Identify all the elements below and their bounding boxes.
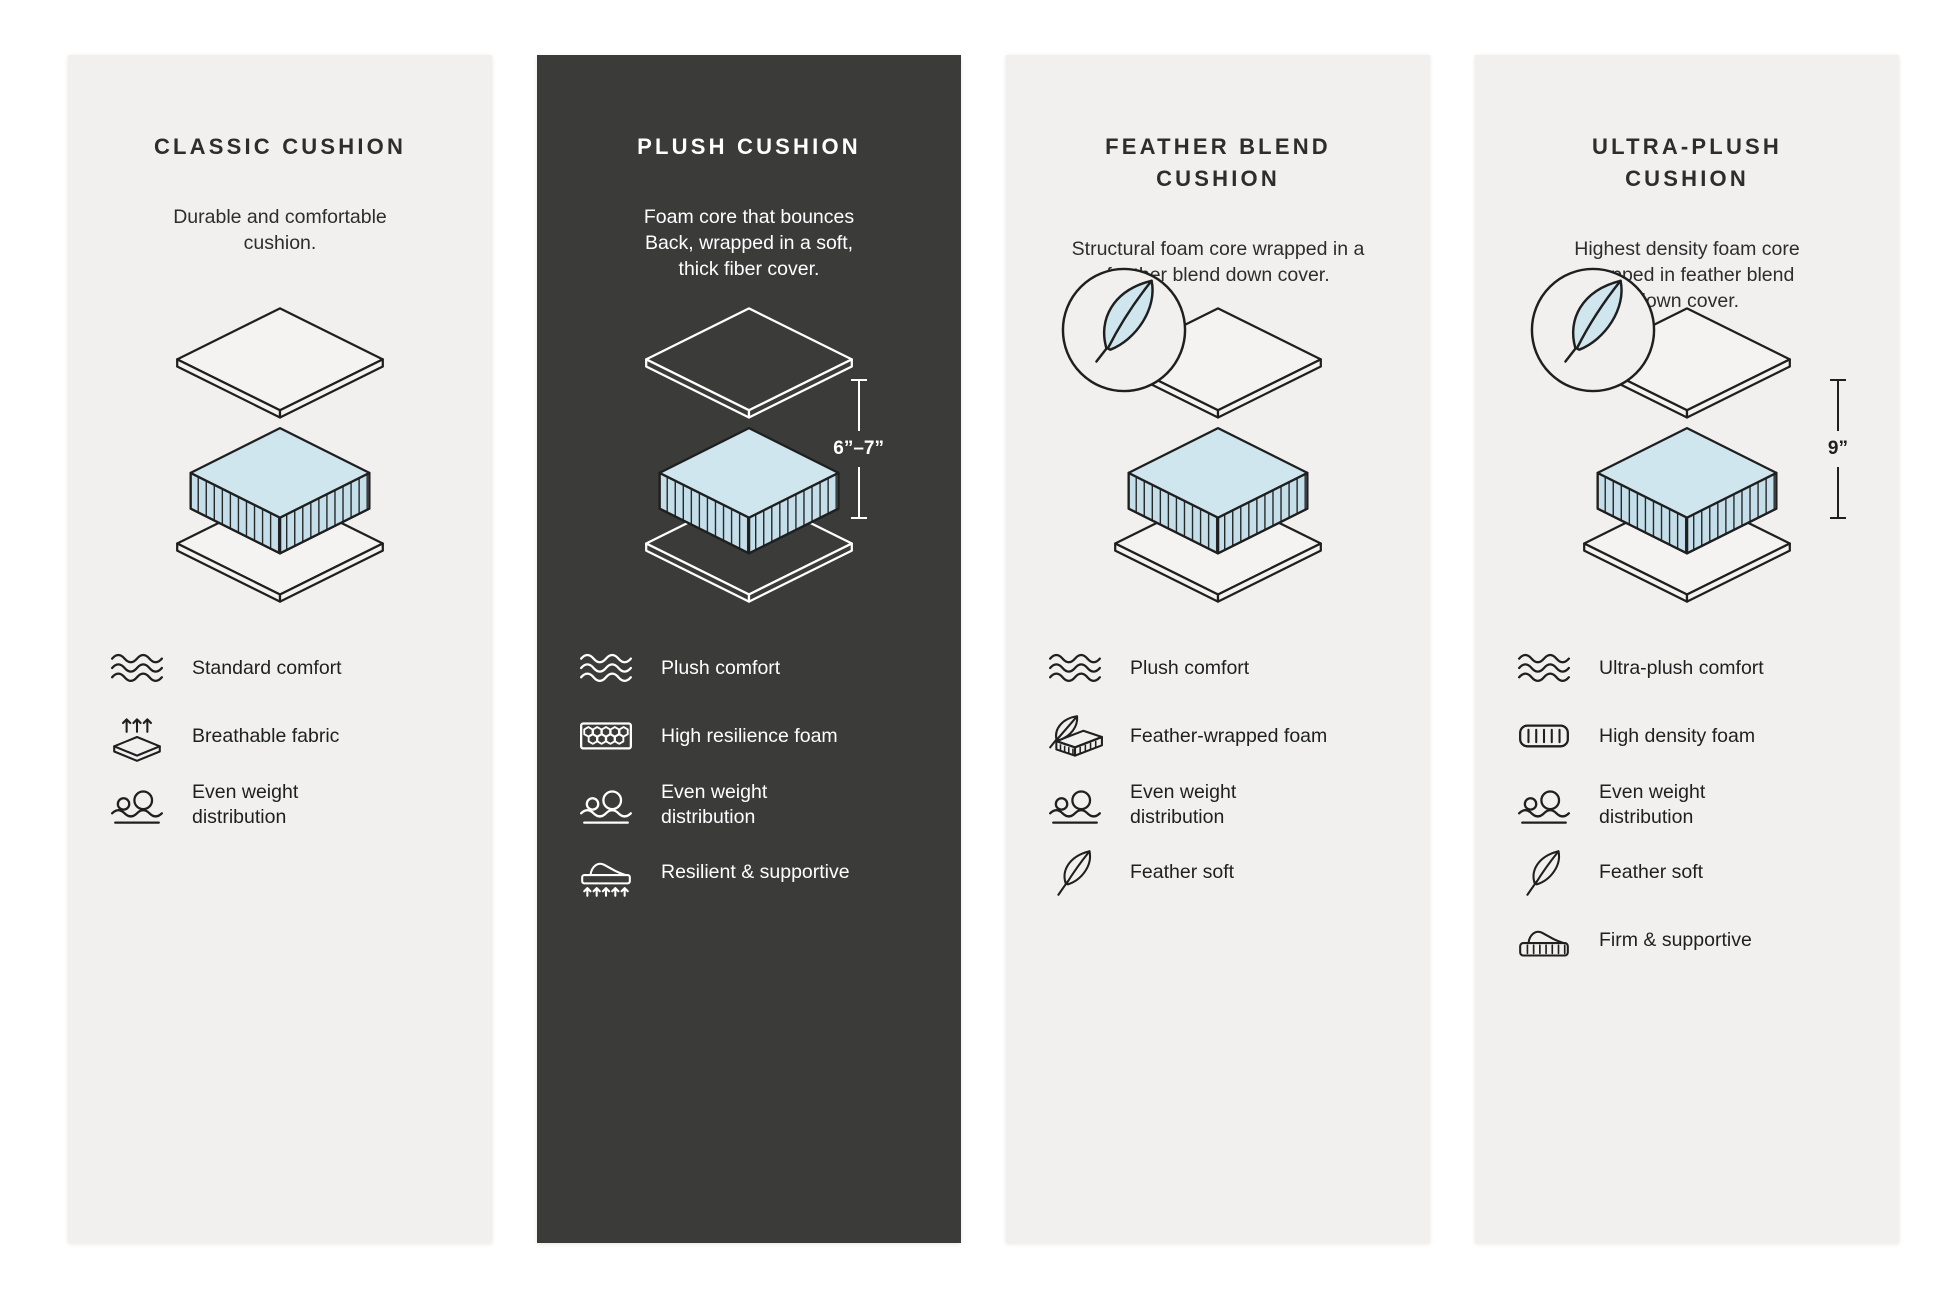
cushion-diagram: 9” xyxy=(1532,303,1848,603)
panel-description: Structural foam core wrapped in a feathe… xyxy=(1071,238,1365,287)
feature-row: High resilience foam xyxy=(577,711,929,763)
measure-cap-bottom xyxy=(1829,517,1846,519)
panel-header: CLASSIC CUSHION Durable and comfortable … xyxy=(154,113,406,303)
feature-list: Ultra-plush comfort High density foam Ev… xyxy=(1507,643,1867,967)
feature-row: Breathable fabric xyxy=(108,711,460,763)
height-measurement: 9” xyxy=(1828,379,1848,519)
feature-row: Plush comfort xyxy=(1046,643,1398,695)
cushion-comparison-board: CLASSIC CUSHION Durable and comfortable … xyxy=(68,55,1899,1243)
feature-row: Feather soft xyxy=(1046,847,1398,899)
panel-title: FEATHER BLEND CUSHION xyxy=(1105,134,1331,192)
feature-row: Even weight distribution xyxy=(1046,779,1398,831)
weight-distribution-icon xyxy=(108,780,166,830)
feature-list: Plush comfort Feather-wrapped foam Even … xyxy=(1038,643,1398,899)
wave-icon xyxy=(577,644,635,694)
feature-row: Firm & supportive xyxy=(1515,915,1867,967)
feature-label: Even weight distribution xyxy=(192,780,299,828)
measure-cap-top xyxy=(850,379,867,381)
cushion-diagram xyxy=(125,303,435,603)
feature-label: Standard comfort xyxy=(192,657,342,680)
measure-line xyxy=(857,467,860,517)
supportive-arrows-icon xyxy=(577,848,635,898)
measure-cap-top xyxy=(1829,379,1846,381)
feature-label: Ultra-plush comfort xyxy=(1599,657,1764,680)
feature-label: High resilience foam xyxy=(661,725,838,748)
feature-label: Even weight distribution xyxy=(1130,780,1237,828)
panel-description: Highest density foam core wrapped in fea… xyxy=(1574,238,1800,313)
density-foam-icon xyxy=(1515,712,1573,762)
wave-icon xyxy=(1515,644,1573,694)
feature-label: Feather-wrapped foam xyxy=(1130,725,1328,748)
panel-header: PLUSH CUSHION Foam core that bounces Bac… xyxy=(623,113,875,303)
panel-classic-cushion: CLASSIC CUSHION Durable and comfortable … xyxy=(68,55,492,1243)
height-measurement: 6”–7” xyxy=(833,379,884,519)
panel-title: CLASSIC CUSHION xyxy=(153,134,407,160)
feature-label: Plush comfort xyxy=(661,657,781,680)
panel-title: PLUSH CUSHION xyxy=(637,134,861,160)
feature-list: Standard comfort Breathable fabric Even … xyxy=(100,643,460,831)
feature-label: Even weight distribution xyxy=(1599,780,1706,828)
feature-label: Plush comfort xyxy=(1130,657,1250,680)
layered-cushion-illustration xyxy=(631,303,867,607)
feature-row: High density foam xyxy=(1515,711,1867,763)
panel-ultra-plush-cushion: ULTRA-PLUSH CUSHION Highest density foam… xyxy=(1475,55,1899,1243)
panel-plush-cushion: PLUSH CUSHION Foam core that bounces Bac… xyxy=(537,55,961,1243)
weight-distribution-icon xyxy=(577,780,635,830)
feature-label: Feather soft xyxy=(1130,861,1235,884)
honeycomb-foam-icon xyxy=(577,712,635,762)
cushion-diagram: 6”–7” xyxy=(594,303,904,603)
feature-row: Standard comfort xyxy=(108,643,460,695)
measure-value: 6”–7” xyxy=(833,438,884,459)
measure-line xyxy=(1836,467,1839,517)
feather-wrapped-foam-icon xyxy=(1046,712,1104,762)
feather-icon xyxy=(1046,848,1104,898)
weight-distribution-icon xyxy=(1515,780,1573,830)
feature-label: Firm & supportive xyxy=(1599,929,1752,952)
layered-cushion-illustration xyxy=(162,303,398,607)
measure-line xyxy=(1836,381,1839,431)
feather-icon xyxy=(1515,848,1573,898)
feather-badge-icon xyxy=(1528,265,1658,395)
panel-description: Foam core that bounces Back, wrapped in … xyxy=(643,206,855,281)
cushion-diagram xyxy=(1063,303,1373,603)
weight-distribution-icon xyxy=(1046,780,1104,830)
feature-row: Feather soft xyxy=(1515,847,1867,899)
feature-row: Ultra-plush comfort xyxy=(1515,643,1867,695)
feature-label: Even weight distribution xyxy=(661,780,768,828)
panel-description: Durable and comfortable cushion. xyxy=(173,206,387,255)
feature-label: Breathable fabric xyxy=(192,725,340,748)
firm-supportive-icon xyxy=(1515,916,1573,966)
wave-icon xyxy=(108,644,166,694)
measure-line xyxy=(857,381,860,431)
measure-value: 9” xyxy=(1827,438,1848,459)
breathable-fabric-icon xyxy=(108,712,166,762)
feature-row: Feather-wrapped foam xyxy=(1046,711,1398,763)
feature-row: Even weight distribution xyxy=(577,779,929,831)
panel-title: ULTRA-PLUSH CUSHION xyxy=(1592,134,1782,192)
measure-cap-bottom xyxy=(850,517,867,519)
feature-row: Plush comfort xyxy=(577,643,929,695)
feature-row: Resilient & supportive xyxy=(577,847,929,899)
feature-list: Plush comfort High resilience foam Even … xyxy=(569,643,929,899)
feature-label: Resilient & supportive xyxy=(661,861,850,884)
panel-header: FEATHER BLEND CUSHION Structural foam co… xyxy=(1053,113,1383,303)
panel-feather-blend-cushion: FEATHER BLEND CUSHION Structural foam co… xyxy=(1006,55,1430,1243)
panel-header: ULTRA-PLUSH CUSHION Highest density foam… xyxy=(1537,113,1837,312)
feature-row: Even weight distribution xyxy=(1515,779,1867,831)
wave-icon xyxy=(1046,644,1104,694)
feather-badge-icon xyxy=(1059,265,1189,395)
feature-row: Even weight distribution xyxy=(108,779,460,831)
feature-label: Feather soft xyxy=(1599,861,1704,884)
feature-label: High density foam xyxy=(1599,725,1756,748)
